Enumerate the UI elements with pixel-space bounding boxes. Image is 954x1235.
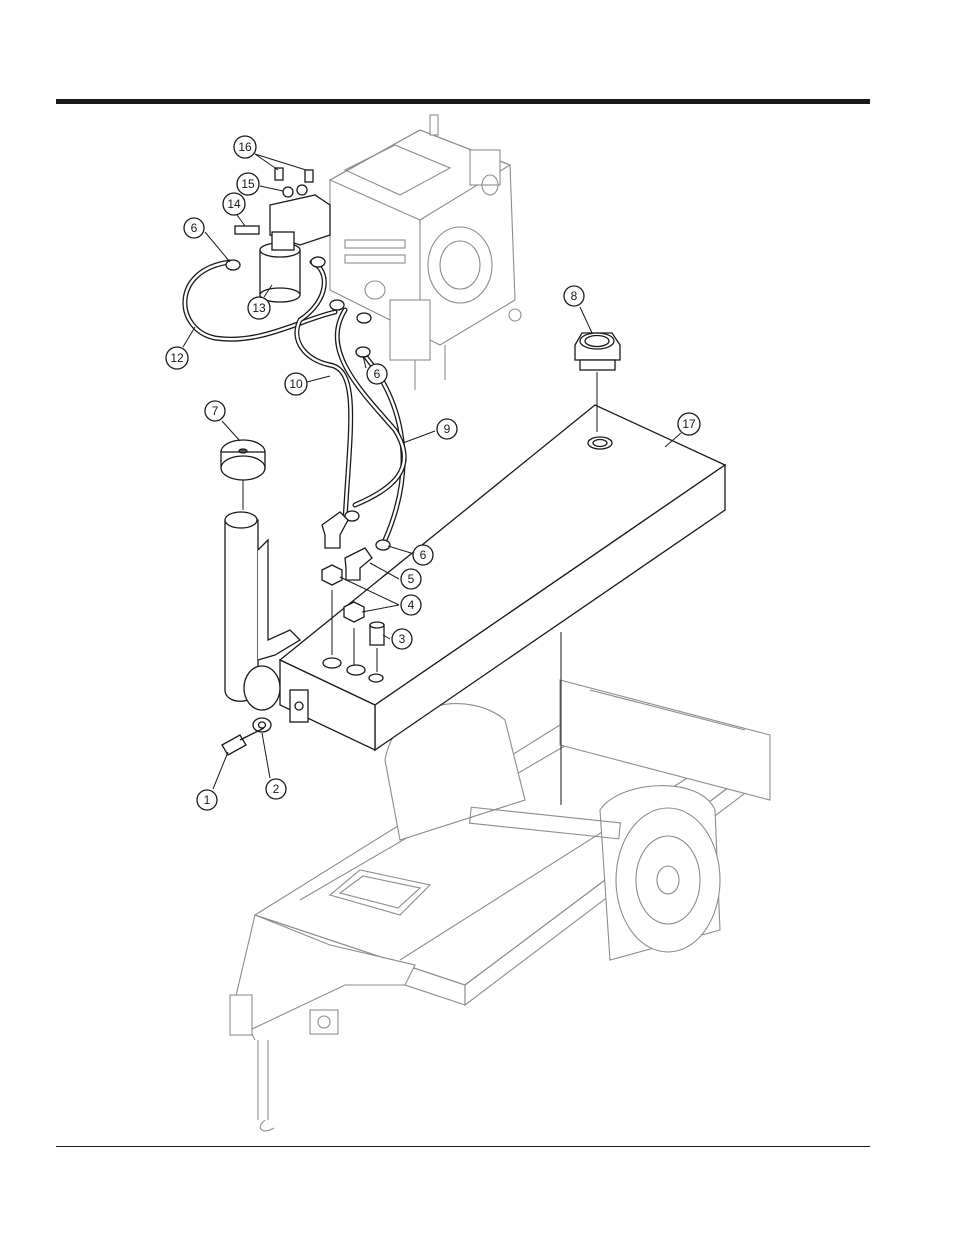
callout-c6c: 6 <box>413 545 433 565</box>
callout-leader <box>388 546 411 553</box>
callout-label: 14 <box>227 197 241 211</box>
callout-label: 6 <box>420 548 427 562</box>
callout-c9: 9 <box>437 419 457 439</box>
callout-c4: 4 <box>401 595 421 615</box>
fuel-gauge <box>575 333 620 370</box>
callout-label: 3 <box>399 632 406 646</box>
callout-leader <box>260 186 283 191</box>
callout-label: 8 <box>571 289 578 303</box>
callout-label: 13 <box>252 301 266 315</box>
callout-label: 12 <box>170 351 184 365</box>
callout-c16: 16 <box>234 136 256 158</box>
callout-c2: 2 <box>266 779 286 799</box>
callout-c7: 7 <box>205 401 225 421</box>
callout-c15: 15 <box>237 173 259 195</box>
callout-leader <box>237 215 245 226</box>
callout-label: 5 <box>408 572 415 586</box>
callout-label: 6 <box>191 221 198 235</box>
filler-cap <box>221 440 265 480</box>
callout-c10: 10 <box>285 373 307 395</box>
callout-label: 9 <box>444 422 451 436</box>
callout-leader <box>255 154 278 170</box>
callout-c1: 1 <box>197 790 217 810</box>
callout-c13: 13 <box>248 297 270 319</box>
callout-c6a: 6 <box>184 218 204 238</box>
callout-leader <box>580 307 592 333</box>
callout-label: 4 <box>408 598 415 612</box>
callout-c6b: 6 <box>367 364 387 384</box>
callout-label: 2 <box>273 782 280 796</box>
callout-leader <box>307 376 330 382</box>
callout-c8: 8 <box>564 286 584 306</box>
callout-label: 16 <box>238 140 252 154</box>
callout-c12: 12 <box>166 347 188 369</box>
callout-leader <box>183 327 195 347</box>
callout-label: 15 <box>241 177 255 191</box>
callout-c14: 14 <box>223 193 245 215</box>
callout-label: 7 <box>212 404 219 418</box>
trailer-chassis <box>230 680 770 1131</box>
callout-c17: 17 <box>678 413 700 435</box>
callout-c5: 5 <box>401 569 421 589</box>
callout-leader <box>403 431 435 443</box>
callout-leader <box>213 752 228 789</box>
callout-label: 17 <box>682 417 696 431</box>
callout-label: 10 <box>289 377 303 391</box>
callout-c3: 3 <box>392 629 412 649</box>
callout-leader <box>262 733 270 778</box>
callout-leader <box>205 232 230 262</box>
callout-label: 1 <box>204 793 211 807</box>
callout-label: 6 <box>374 367 381 381</box>
callout-leader <box>222 421 240 441</box>
